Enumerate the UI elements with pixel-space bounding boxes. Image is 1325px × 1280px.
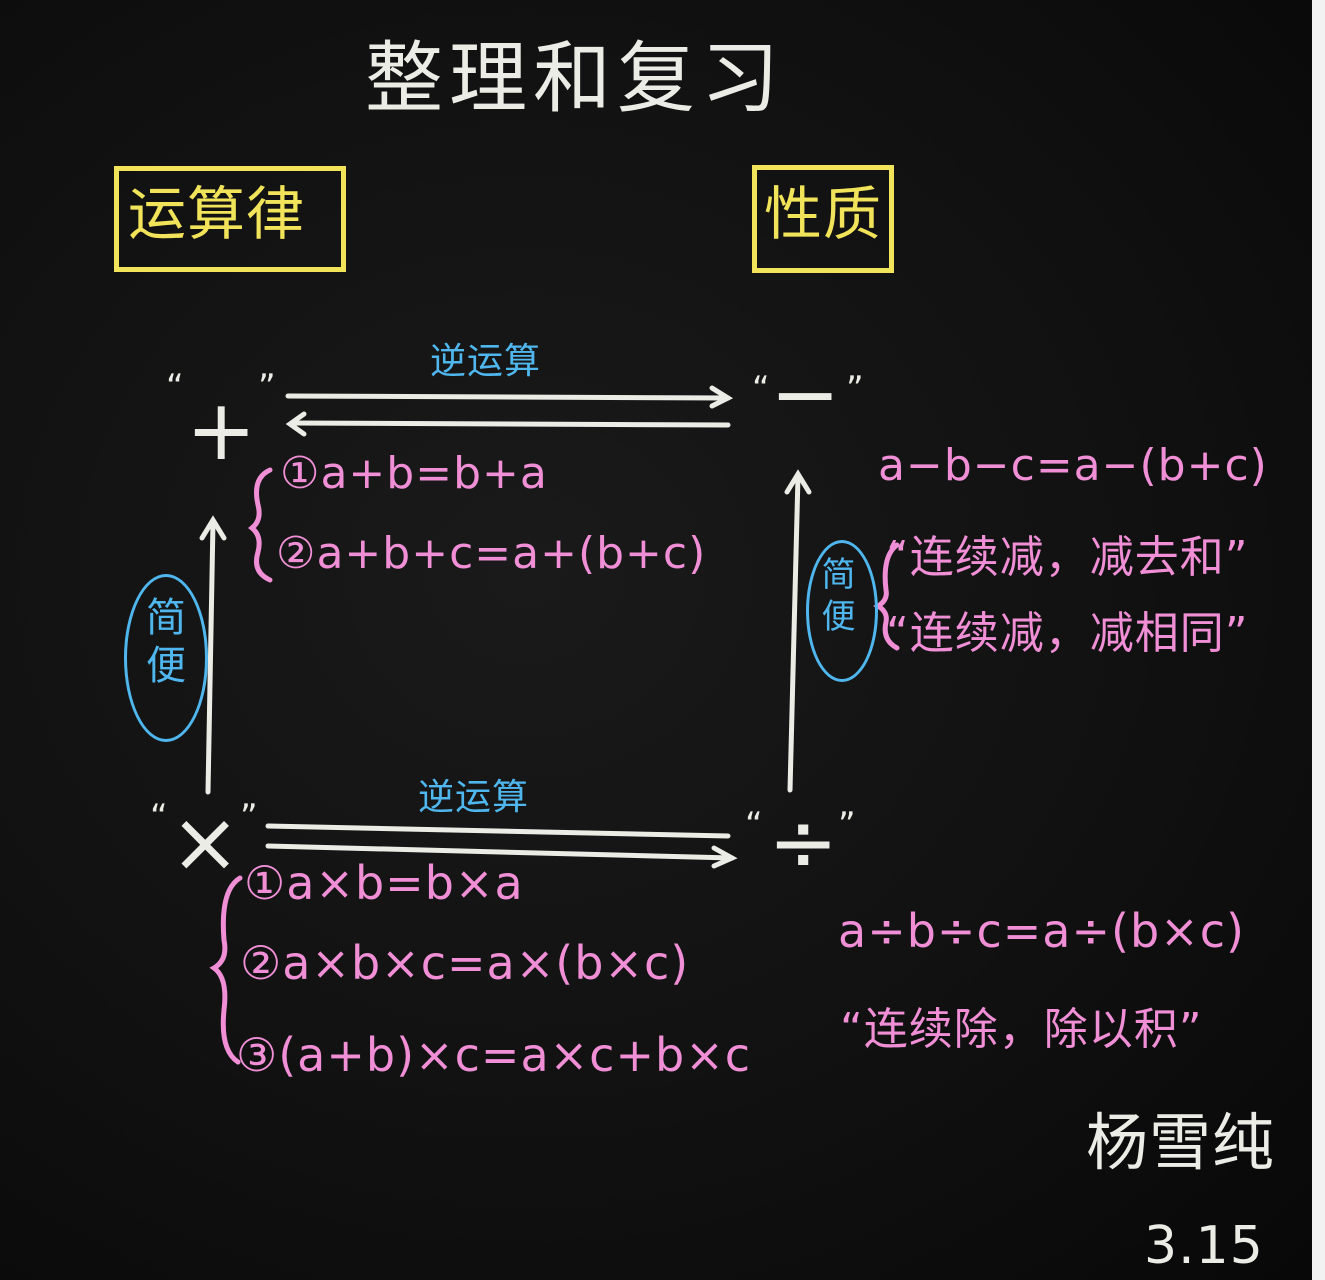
arrow-times-up-to-plus <box>205 519 216 795</box>
arrowhead-up-left <box>199 515 227 541</box>
arrow-divide-up-to-minus <box>787 473 801 793</box>
oval-simplify-left <box>124 574 208 742</box>
quote-open-divide: “ <box>745 805 764 845</box>
quote-close-times: ” <box>240 797 259 837</box>
box-properties <box>752 165 894 273</box>
header-properties: 性质 <box>764 180 883 248</box>
quote-close-plus: ” <box>258 367 277 407</box>
brace-addition <box>248 467 273 583</box>
quote-open-minus: “ <box>752 369 771 409</box>
brace-multiplication <box>209 875 243 1065</box>
label-simplify-left: 简便 <box>139 596 185 692</box>
operator-divide: ÷ <box>768 793 840 891</box>
addition-law-1: ①a+b=b+a <box>280 448 548 499</box>
board-title: 整理和复习 <box>365 34 786 124</box>
quote-open-plus: “ <box>166 367 185 407</box>
label-inverse-top: 逆运算 <box>430 341 542 382</box>
header-operation-laws: 运算律 <box>128 180 306 248</box>
subtraction-rule-2: “连续减，减相同” <box>886 608 1249 659</box>
quote-close-minus: ” <box>846 369 865 409</box>
subtraction-formula: a−b−c=a−(b+c) <box>878 440 1268 491</box>
date: 3.15 <box>1144 1216 1264 1276</box>
arrowhead-up-right <box>784 469 812 495</box>
quote-open-times: “ <box>150 797 169 837</box>
multiplication-law-3: ③(a+b)×c=a×c+b×c <box>236 1028 752 1082</box>
label-simplify-right: 简便 <box>815 556 855 640</box>
multiplication-law-1: ①a×b=b×a <box>244 856 524 910</box>
arrow-plus-to-minus <box>285 393 731 401</box>
arrowhead-left-top <box>285 411 307 437</box>
addition-law-2: ②a+b+c=a+(b+c) <box>276 528 707 579</box>
signature: 杨雪纯 <box>1086 1106 1276 1179</box>
brace-subtraction-rules <box>873 542 900 651</box>
board-edge <box>1312 0 1325 1280</box>
arrowhead-right-top <box>709 385 734 409</box>
oval-simplify-right <box>806 540 878 682</box>
multiplication-law-2: ②a×b×c=a×(b×c) <box>240 936 690 990</box>
subtraction-rule-1: “连续减，减去和” <box>886 532 1249 583</box>
operator-times: × <box>170 793 242 891</box>
arrow-minus-to-plus <box>289 420 731 428</box>
arrow-times-to-divide <box>265 823 731 839</box>
arrow-divide-to-times <box>265 843 735 861</box>
label-inverse-bottom: 逆运算 <box>418 777 530 818</box>
operator-plus: + <box>186 381 258 479</box>
division-rule: “连续除，除以积” <box>840 1004 1203 1055</box>
arrowhead-right-bottom <box>711 845 738 869</box>
quote-close-divide: ” <box>838 805 857 845</box>
division-formula: a÷b÷c=a÷(b×c) <box>838 904 1245 958</box>
box-operation-laws <box>114 166 346 272</box>
operator-minus: − <box>770 345 842 443</box>
